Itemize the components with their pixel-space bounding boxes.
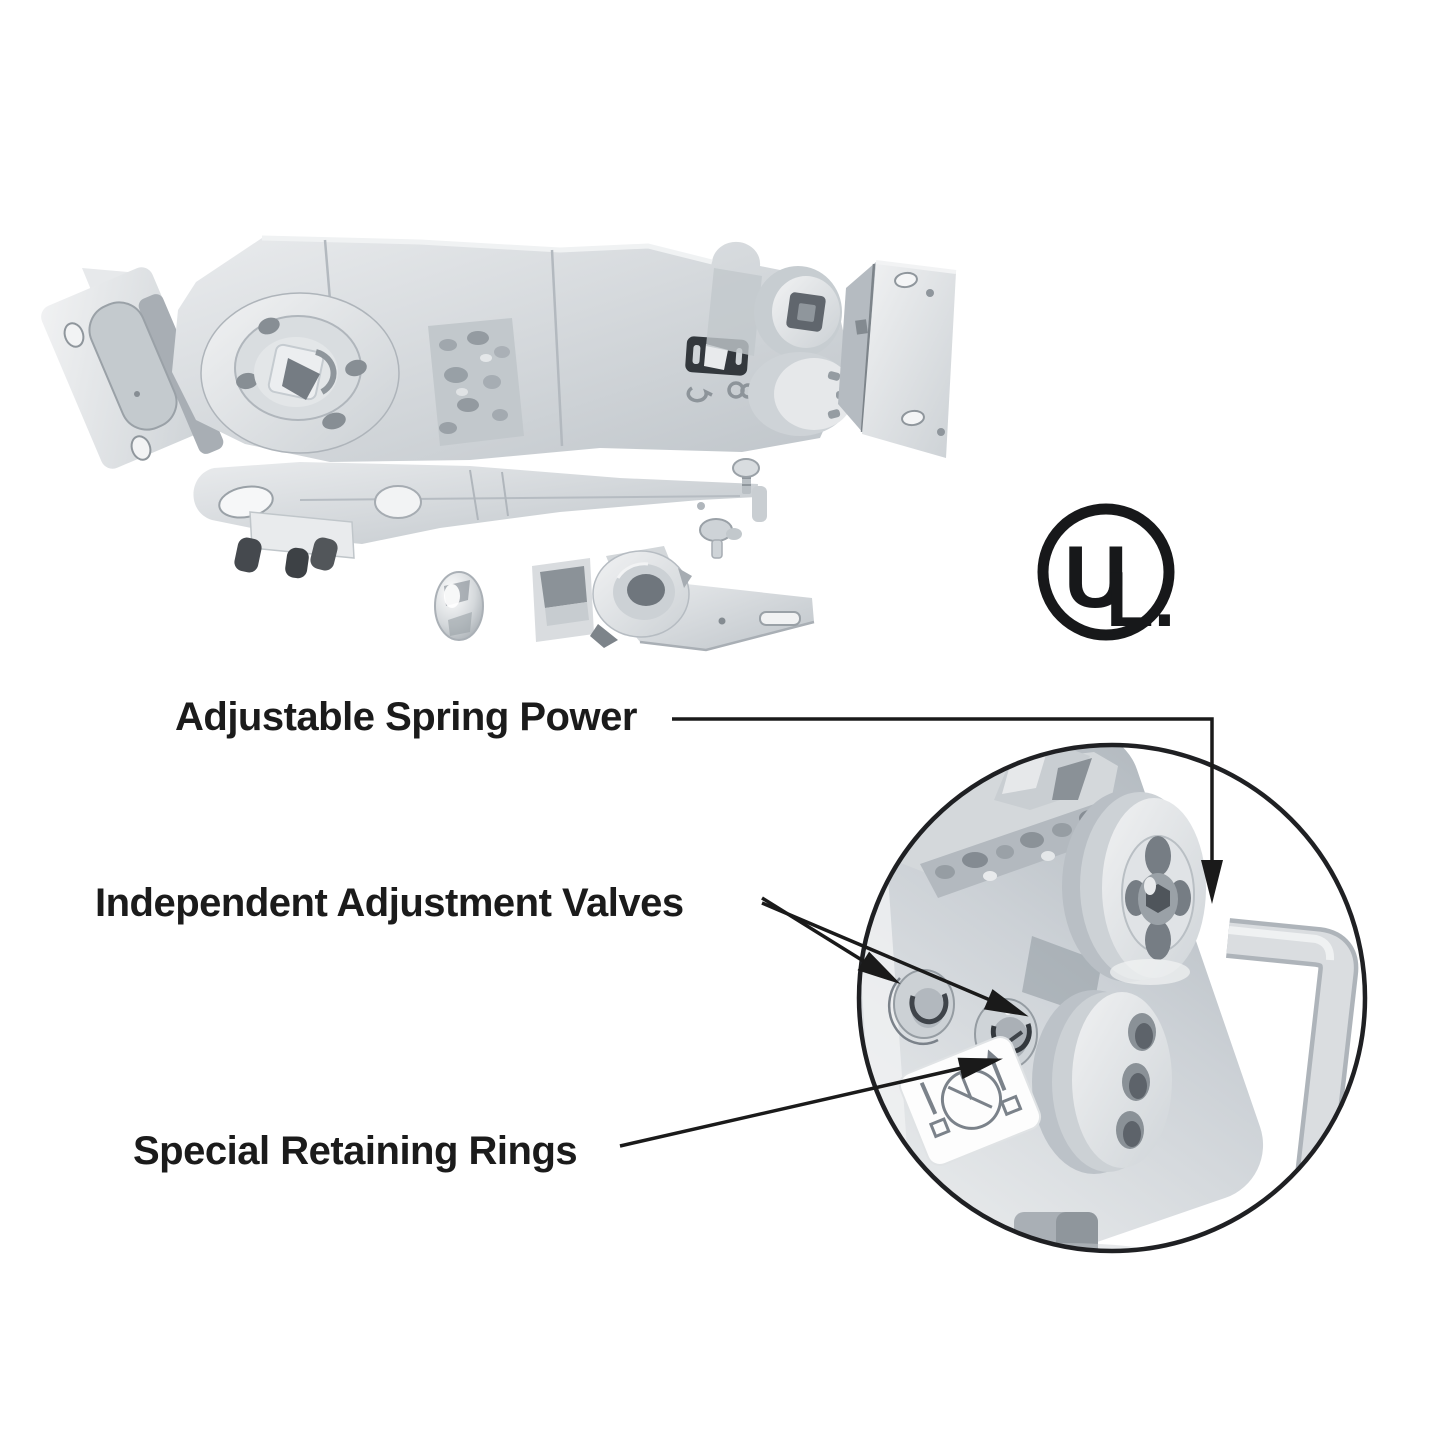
retaining-ring: [909, 992, 949, 1025]
ul-circle-icon: [1037, 503, 1175, 641]
detail-view: [856, 742, 1368, 1254]
stamped-texture: [428, 318, 524, 446]
spindle-boss-upper: [706, 266, 842, 358]
exploded-parts: U L.: [41, 235, 1175, 652]
spring-power-callout-line: [672, 717, 1223, 904]
ul-letter-u: U: [1064, 527, 1128, 626]
slide-arm: [532, 546, 815, 652]
adjustment-valve-1: [887, 969, 955, 1045]
rubber-foot: [234, 537, 262, 573]
callout-lines: [619, 717, 1223, 1148]
mounting-bracket: [838, 260, 957, 458]
spindle-cam: [282, 358, 320, 400]
main-arm: [193, 458, 767, 579]
arm-end-bolt: [732, 458, 760, 494]
valve-callout-line-2: [761, 901, 1029, 1017]
label-independent-adjustment-valves: Independent Adjustment Valves: [95, 881, 684, 925]
label-special-retaining-rings: Special Retaining Rings: [133, 1129, 578, 1173]
ul-mark: U L.: [1037, 503, 1175, 643]
wing-screw: [697, 502, 742, 559]
rings-callout-line: [619, 1057, 1003, 1148]
spindle-disc: [200, 292, 400, 454]
closer-body: [172, 235, 854, 462]
magnifier-circle-icon: [856, 742, 1368, 1254]
label-adjustable-spring-power: Adjustable Spring Power: [175, 695, 637, 739]
valve-callout-line-1: [761, 896, 901, 985]
ul-letter-l: L.: [1106, 555, 1175, 643]
latch-disc: [1032, 990, 1172, 1174]
rubber-foot: [310, 537, 338, 571]
lock-nut: [434, 571, 484, 641]
rubber-foot: [285, 547, 309, 579]
spring-power-valve: [1062, 790, 1206, 985]
hex-key: [1226, 918, 1359, 1187]
